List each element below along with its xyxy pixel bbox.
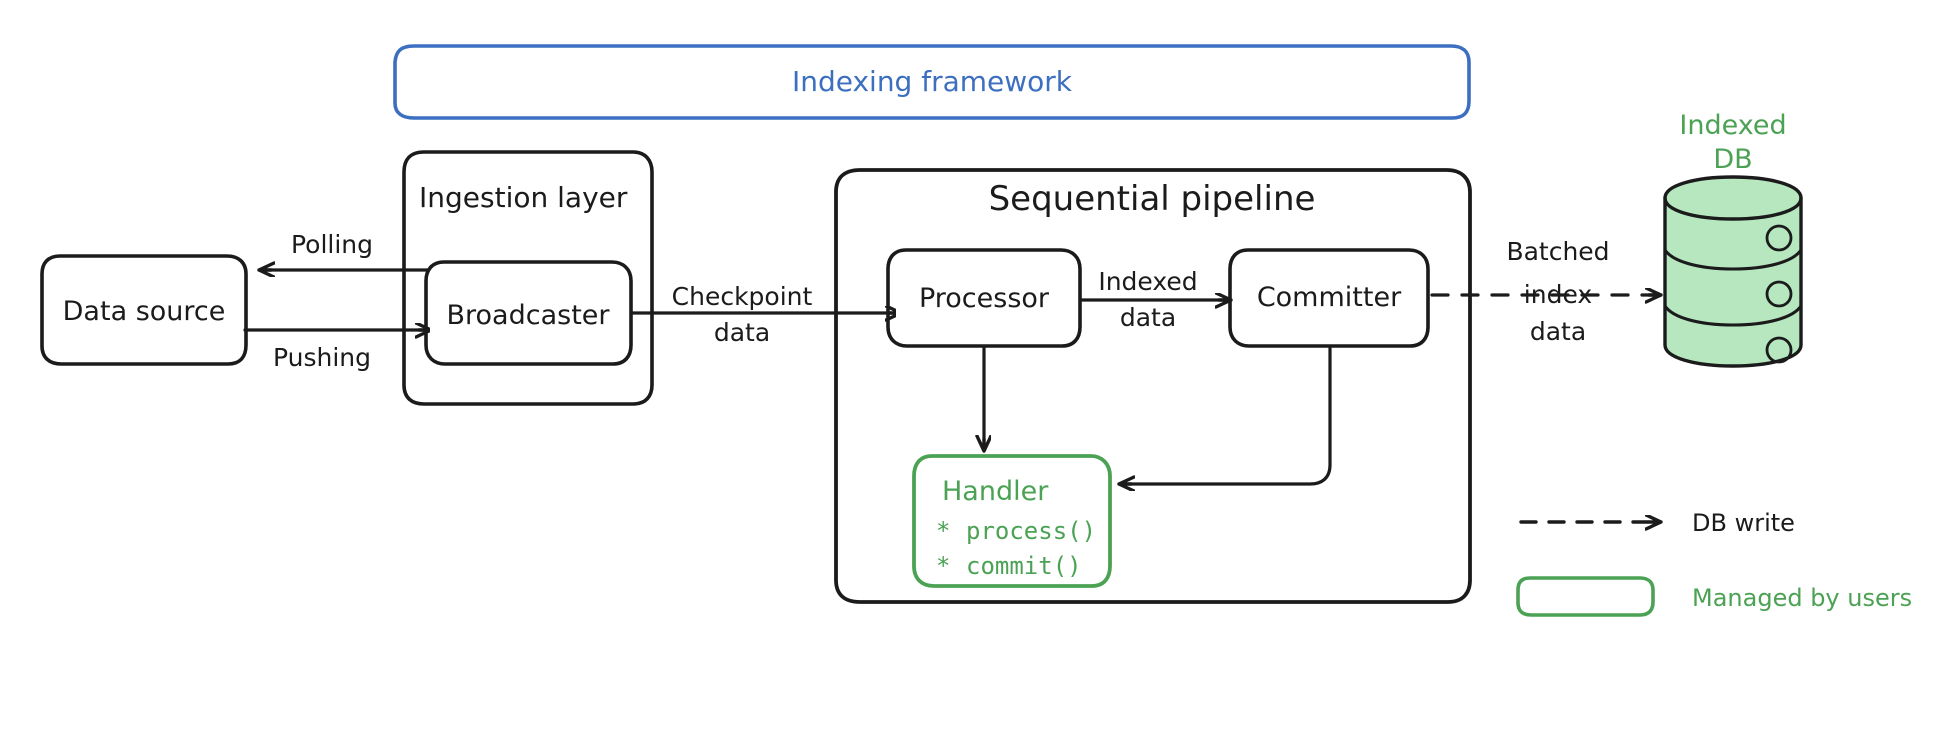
edge-batched-index-data-label-1: Batched	[1506, 237, 1609, 266]
sequential-pipeline-label: Sequential pipeline	[989, 179, 1316, 219]
node-handler-title: Handler	[942, 476, 1049, 507]
db-body-fill	[1665, 177, 1801, 366]
edge-polling-label: Polling	[291, 230, 373, 259]
edge-checkpoint-data: Checkpoint data	[629, 282, 900, 347]
edge-pushing-label: Pushing	[273, 343, 371, 372]
node-handler[interactable]: Handler * process() * commit()	[912, 454, 1112, 588]
handler-method-1: commit()	[966, 552, 1082, 580]
node-data-source-label: Data source	[63, 296, 226, 327]
db-tier-divider-1	[1663, 248, 1803, 271]
ingestion-layer-label: Ingestion layer	[419, 181, 628, 214]
db-indicator-dot-2	[1765, 280, 1793, 308]
node-processor-label: Processor	[919, 283, 1050, 314]
node-broadcaster-label: Broadcaster	[447, 300, 611, 331]
node-committer-label: Committer	[1257, 282, 1402, 313]
sequential-pipeline-group: Sequential pipeline	[834, 168, 1472, 604]
indexed-db-label-line2: DB	[1713, 144, 1752, 175]
edge-committer-to-handler	[1120, 346, 1332, 484]
db-indicator-dot-1	[1765, 224, 1793, 252]
edge-indexed-data-label-1: Indexed	[1098, 267, 1197, 296]
legend-db-write-label: DB write	[1692, 509, 1795, 537]
edge-checkpoint-data-label-2: data	[714, 318, 770, 347]
handler-method-0: process()	[966, 517, 1096, 545]
db-body-outline	[1663, 196, 1803, 368]
edge-indexed-data-label-2: data	[1120, 303, 1176, 332]
edge-indexed-data: Indexed data	[1078, 267, 1230, 332]
db-top-ellipse	[1663, 175, 1803, 221]
legend-green-box-icon	[1516, 576, 1655, 617]
indexing-framework-container: Indexing framework	[393, 44, 1471, 120]
legend: DB write Managed by users	[1516, 509, 1912, 617]
edge-batched-index-data-label-3: data	[1530, 317, 1586, 346]
indexed-db[interactable]: Indexed DB	[1663, 110, 1803, 368]
db-tier-divider-2	[1663, 304, 1803, 327]
indexed-db-label-line1: Indexed	[1679, 110, 1786, 141]
legend-item-managed-by-users: Managed by users	[1516, 576, 1912, 617]
edge-checkpoint-data-label-1: Checkpoint	[672, 282, 813, 311]
node-broadcaster[interactable]: Broadcaster	[424, 260, 633, 366]
node-data-source[interactable]: Data source	[40, 254, 248, 366]
handler-method-bullet-0: *	[936, 517, 950, 545]
handler-method-bullet-1: *	[936, 552, 950, 580]
node-processor[interactable]: Processor	[886, 248, 1082, 348]
ingestion-layer-group: Ingestion layer	[402, 150, 654, 406]
edge-batched-index-data: Batched index data	[1430, 237, 1660, 346]
legend-item-db-write: DB write	[1519, 509, 1795, 537]
node-committer[interactable]: Committer	[1228, 248, 1430, 348]
legend-managed-by-users-label: Managed by users	[1692, 584, 1912, 612]
indexing-framework-label: Indexing framework	[792, 65, 1073, 98]
edge-polling: Polling	[260, 230, 440, 270]
edge-batched-index-data-label-2: index	[1524, 280, 1592, 309]
db-indicator-dot-3	[1765, 336, 1793, 364]
edge-pushing: Pushing	[243, 330, 430, 372]
